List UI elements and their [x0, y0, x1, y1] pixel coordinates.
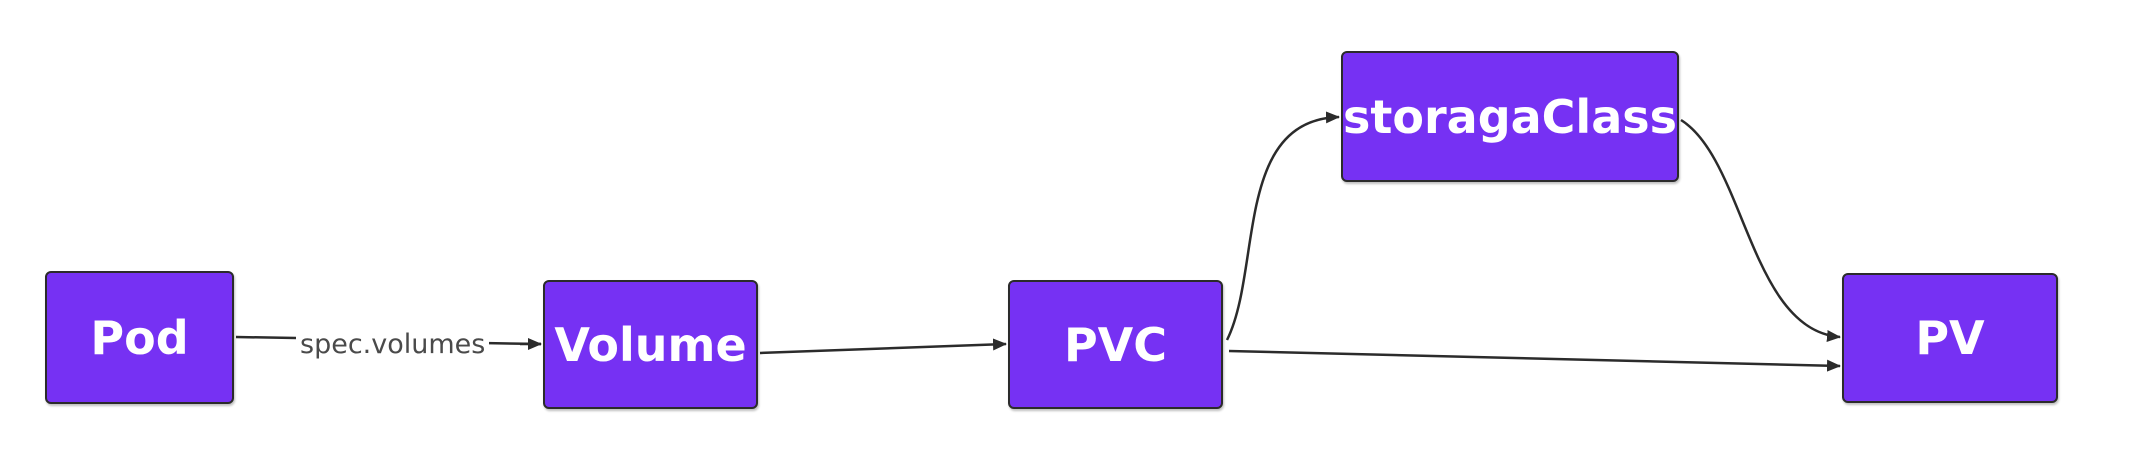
node-pod[interactable]: Pod: [45, 271, 234, 404]
node-pod-label: Pod: [90, 310, 189, 365]
node-storage-class-label: storagaClass: [1343, 89, 1677, 144]
edge-pvc-pv: [1228, 349, 1841, 372]
node-pv[interactable]: PV: [1842, 273, 2058, 403]
node-storage-class[interactable]: storagaClass: [1341, 51, 1679, 182]
edge-volume-pvc: [759, 338, 1007, 355]
node-pv-label: PV: [1915, 311, 1985, 365]
edge-label-spec-volumes: spec.volumes: [296, 326, 490, 364]
node-volume-label: Volume: [554, 317, 747, 372]
node-pvc-label: PVC: [1063, 317, 1168, 372]
edge-pvc-storageclass: [1225, 111, 1340, 341]
node-volume[interactable]: Volume: [543, 280, 758, 409]
edge-storageclass-pv: [1680, 118, 1841, 342]
node-pvc[interactable]: PVC: [1008, 280, 1223, 409]
